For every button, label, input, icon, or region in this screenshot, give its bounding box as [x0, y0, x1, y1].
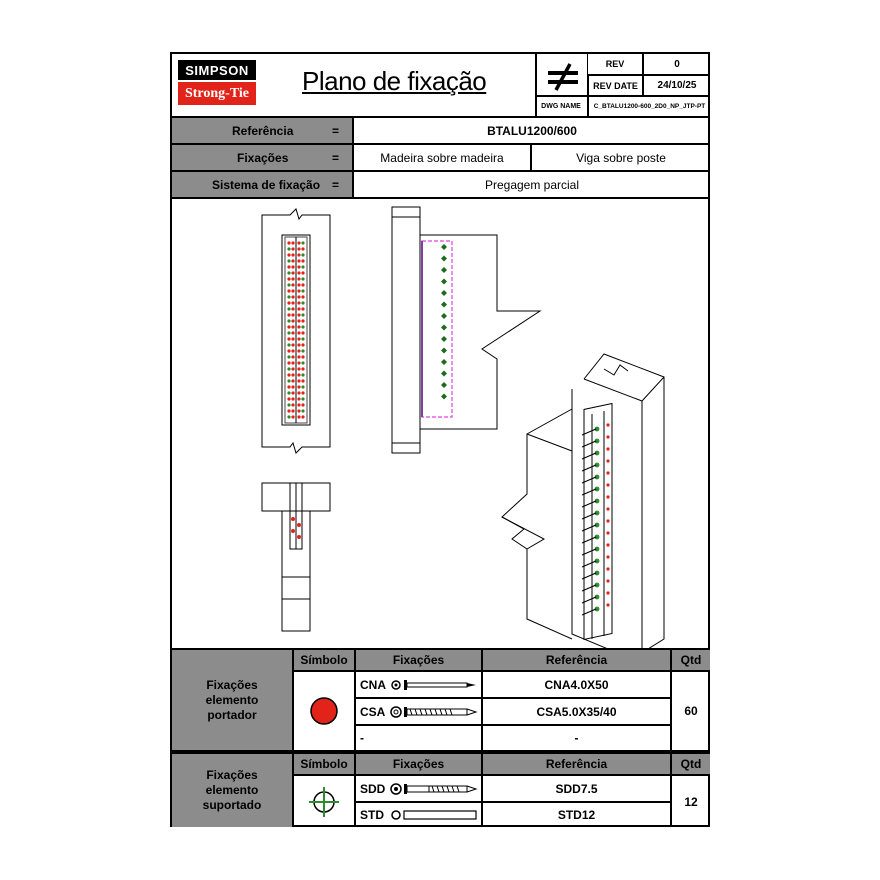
table2-col-simbolo: Símbolo — [292, 754, 354, 774]
rev-date-label: REV DATE — [587, 74, 642, 95]
table2-col-fixacoes: Fixações — [354, 754, 481, 774]
referencia-value: BTALU1200/600 — [352, 118, 710, 145]
fixacoes-label: Fixações — [237, 150, 289, 165]
side-view-screws — [441, 244, 447, 400]
dwg-name-value: C_BTALU1200-600_2D0_NP_JTP-PT — [587, 95, 710, 116]
csa-screw-icon — [390, 705, 478, 718]
table1-row2-ref: CSA5.0X35/40 — [481, 697, 670, 724]
rev-value: 0 — [642, 54, 710, 74]
strong-tie-logo: Strong-Tie — [178, 82, 256, 105]
std-dowel-icon — [391, 810, 477, 820]
table1-row3-ref: - — [481, 724, 670, 750]
table2-group-label: Fixações elemento suportado — [172, 754, 292, 827]
drawing-sheet: SIMPSON Strong-Tie Plano de fixação REV … — [170, 52, 710, 827]
fixacoes-value-1: Madeira sobre madeira — [352, 145, 530, 172]
table1-row1-fix: CNA — [360, 677, 386, 692]
table1-row3-fix: - — [354, 724, 481, 750]
table1-col-referencia: Referência — [481, 650, 670, 670]
revision-block — [535, 54, 710, 116]
equals-sign: = — [332, 150, 340, 165]
sdd-screw-icon — [390, 782, 478, 795]
table1-qtd: 60 — [670, 670, 710, 750]
table1-row1-ref: CNA4.0X50 — [481, 670, 670, 697]
sistema-label: Sistema de fixação — [212, 177, 321, 192]
sistema-value: Pregagem parcial — [352, 172, 710, 199]
simpson-logo: SIMPSON — [178, 60, 256, 80]
table1-col-qtd: Qtd — [670, 650, 710, 670]
technical-drawing — [261, 206, 665, 649]
equals-sign: = — [332, 177, 340, 192]
referencia-label: Referência — [232, 123, 294, 138]
red-circle-icon — [292, 670, 354, 750]
isometric-view-fasteners — [581, 423, 610, 616]
table1-col-simbolo: Símbolo — [292, 650, 354, 670]
table1-row2-fix: CSA — [360, 704, 386, 719]
rev-label: REV — [587, 54, 642, 74]
front-view-nails — [287, 241, 305, 419]
rev-date-value: 24/10/25 — [642, 74, 710, 95]
fixacoes-value-2: Viga sobre poste — [530, 145, 710, 172]
table2-row1-ref: SDD7.5 — [481, 774, 670, 801]
table2-row2-ref: STD12 — [481, 801, 670, 827]
crosshair-icon — [292, 774, 354, 827]
table1-group-label: Fixações elemento portador — [172, 650, 292, 750]
equals-sign: = — [332, 123, 340, 138]
table1-col-fixacoes: Fixações — [354, 650, 481, 670]
table2-qtd: 12 — [670, 774, 710, 827]
table2-row1-fix: SDD — [360, 781, 386, 796]
symbol1-circle — [310, 697, 338, 725]
table2-col-referencia: Referência — [481, 754, 670, 774]
page-title: Plano de fixação — [302, 66, 487, 96]
table2-row2-fix: STD — [360, 808, 384, 822]
table2-col-qtd: Qtd — [670, 754, 710, 774]
not-equal-icon — [537, 60, 589, 94]
dwg-name-label: DWG NAME — [535, 95, 587, 116]
cna-nail-icon — [391, 679, 476, 690]
